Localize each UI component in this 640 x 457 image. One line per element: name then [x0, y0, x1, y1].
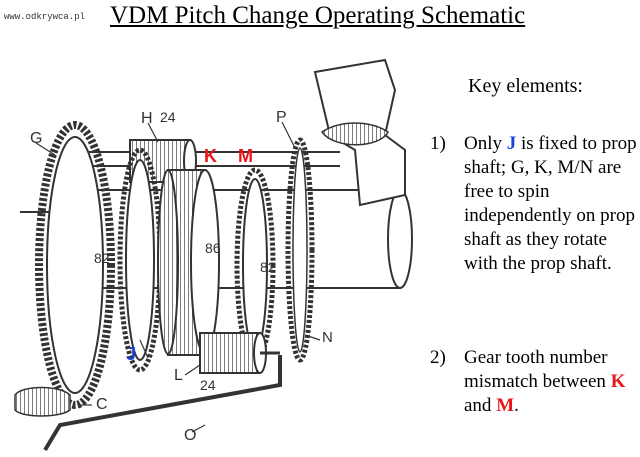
- leader-lines: [35, 121, 321, 433]
- label-k-teeth: 86: [205, 240, 221, 256]
- label-l: L: [174, 367, 183, 384]
- label-c: C: [96, 396, 108, 413]
- key-item-1-text: Only J is fixed to prop shaft; G, K, M/N…: [464, 132, 640, 276]
- key-item-2-m: M: [496, 395, 515, 416]
- label-o: O: [184, 427, 196, 444]
- gear-p: [285, 137, 315, 363]
- gear-g: [35, 121, 115, 409]
- label-k: K: [204, 146, 217, 166]
- label-g: G: [30, 130, 42, 147]
- key-item-2-text: Gear tooth number mismatch between K and…: [464, 346, 640, 418]
- label-m: M: [238, 146, 253, 166]
- label-h: H: [141, 110, 153, 127]
- key-item-1-j: J: [506, 133, 517, 154]
- key-elements-heading: Key elements:: [468, 75, 583, 97]
- gearbox-housing: [313, 58, 406, 207]
- label-n: N: [322, 329, 333, 346]
- key-item-2-post: .: [514, 395, 519, 416]
- lever-o: [14, 355, 282, 452]
- label-p: P: [276, 109, 287, 126]
- gear-k: [157, 169, 220, 356]
- key-item-2-number: 2): [430, 347, 446, 368]
- label-l-teeth: 24: [200, 377, 216, 393]
- gear-l: [199, 332, 280, 374]
- watermark: www.odkrywca.pl: [4, 12, 86, 22]
- pitch-change-schematic: G H 24 K M P 82 86 82 J L 24 C N O: [14, 58, 413, 452]
- label-h-teeth: 24: [160, 109, 176, 125]
- label-j: J: [126, 344, 136, 364]
- key-item-2-and: and: [464, 395, 497, 416]
- gear-j: [117, 147, 163, 373]
- label-g-teeth: 82: [94, 250, 110, 266]
- label-m-teeth: 82: [260, 259, 276, 275]
- key-item-1-number: 1): [430, 133, 446, 154]
- key-item-2-k: K: [610, 371, 626, 392]
- key-item-1-mid: is fixed to prop shaft; G, K, M/N are fr…: [464, 133, 637, 274]
- page-title: VDM Pitch Change Operating Schematic: [110, 2, 526, 29]
- key-item-1-pre: Only: [464, 133, 507, 154]
- key-item-2-pre: Gear tooth number mismatch between: [464, 347, 611, 392]
